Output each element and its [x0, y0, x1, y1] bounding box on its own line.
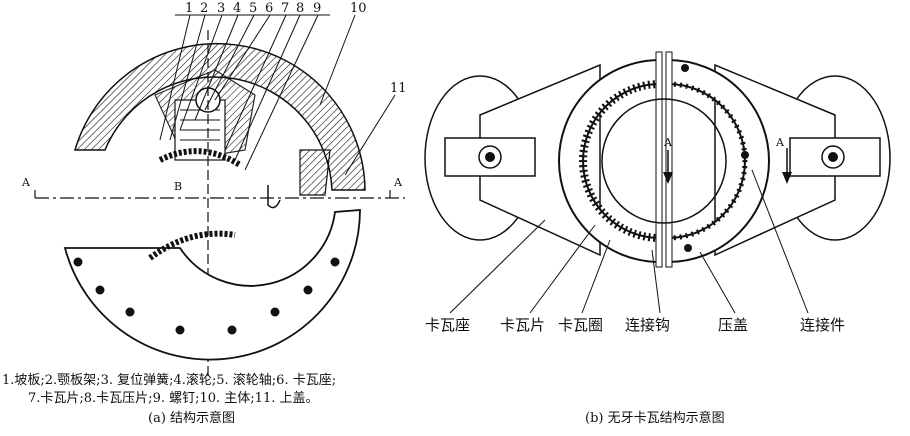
label-kawaquan: 卡瓦圈 — [558, 316, 603, 334]
callout-5: 5 — [249, 1, 257, 16]
panel-a-drawing — [34, 14, 405, 380]
bolt-row — [73, 257, 340, 335]
panel-b-labels: A A 卡瓦座 卡瓦片 卡瓦圈 连接钩 压盖 连接件 — [425, 136, 845, 334]
main-body — [73, 42, 366, 191]
callout-11: 11 — [390, 81, 407, 96]
cover-block — [299, 149, 331, 196]
callout-9: 9 — [313, 1, 321, 16]
caption-b: (b) 无牙卡瓦结构示意图 — [585, 411, 725, 426]
label-kawapian: 卡瓦片 — [500, 316, 545, 334]
section-mark-left: A — [21, 176, 31, 189]
label-lianjiegou: 连接钩 — [625, 316, 670, 334]
lower-jaw — [148, 230, 236, 261]
panel-b-drawing — [424, 51, 891, 314]
label-kawazuo: 卡瓦座 — [425, 316, 470, 334]
callout-1: 1 — [185, 1, 193, 16]
upper-jaw — [158, 148, 242, 168]
section-mark-right: A — [393, 176, 403, 189]
callout-6: 6 — [265, 1, 273, 16]
slope-plate — [63, 209, 361, 361]
arrow-a-right: A — [775, 136, 785, 149]
label-lianjiejian: 连接件 — [800, 316, 845, 334]
callout-4: 4 — [233, 1, 241, 16]
legend-line-1: 1.坡板;2.颚板架;3. 复位弹簧;4.滚轮;5. 滚轮轴;6. 卡瓦座; — [2, 373, 337, 388]
callout-10: 10 — [350, 1, 367, 16]
arrow-a-center: A — [663, 136, 673, 149]
callout-numbers: 1 2 3 4 5 6 7 8 9 10 11 A A B — [21, 1, 407, 193]
callout-7: 7 — [281, 1, 289, 16]
point-b-label: B — [174, 180, 182, 193]
inner-bore — [601, 98, 727, 224]
caption-a: (a) 结构示意图 — [148, 411, 236, 426]
callout-2: 2 — [200, 1, 208, 16]
callout-8: 8 — [296, 1, 304, 16]
hook — [267, 185, 281, 209]
label-yagai: 压盖 — [718, 316, 748, 334]
legend-line-2: 7.卡瓦片;8.卡瓦压片;9. 螺钉;10. 主体;11. 上盖。 — [28, 391, 319, 406]
callout-3: 3 — [217, 1, 225, 16]
